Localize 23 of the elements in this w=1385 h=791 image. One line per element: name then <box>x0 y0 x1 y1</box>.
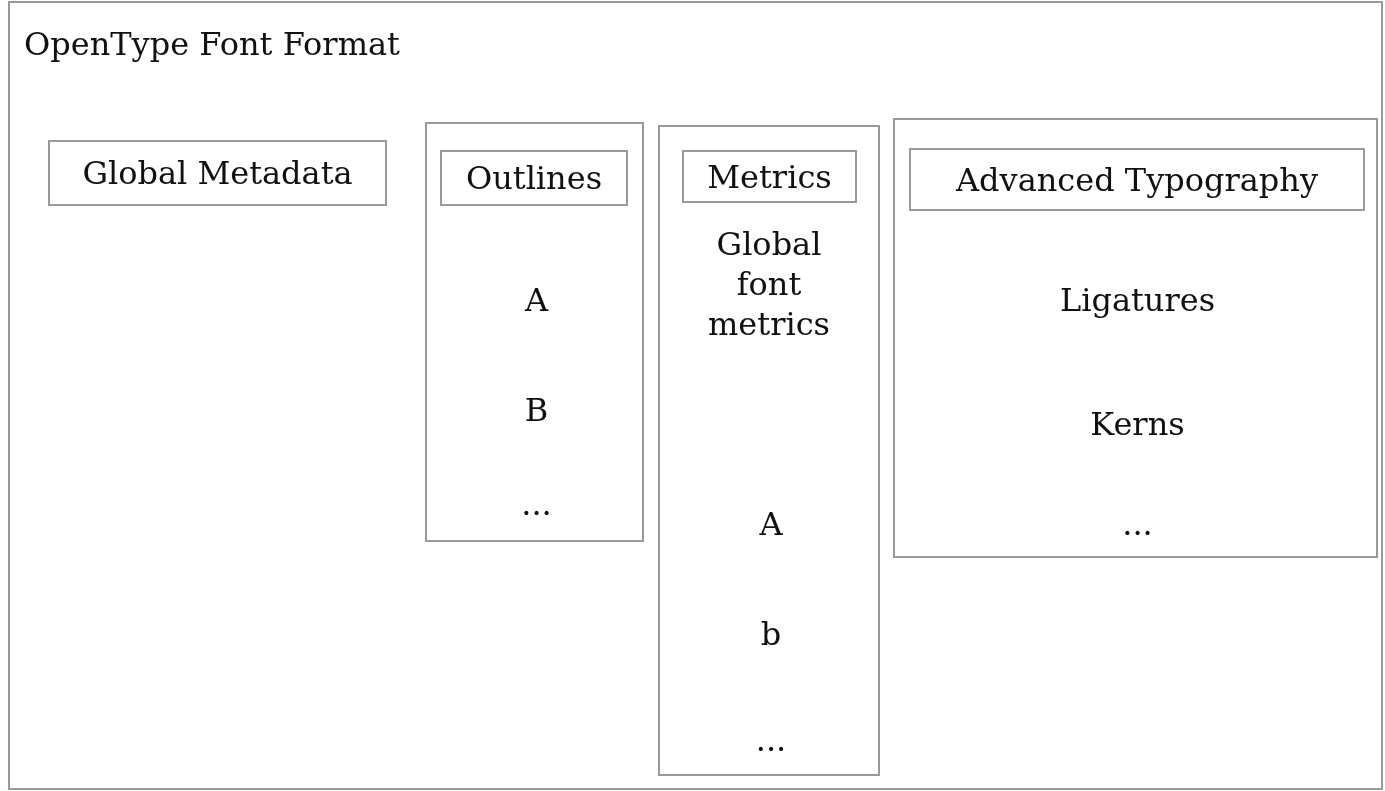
header-box <box>682 150 857 203</box>
item-label: b <box>759 614 783 654</box>
diagram-frame <box>8 1 1383 790</box>
item-label: ... <box>520 484 553 524</box>
column-panel <box>425 122 644 542</box>
frame-label: OpenType Font Format <box>24 24 401 64</box>
header-box <box>909 148 1365 211</box>
section-box <box>48 140 387 206</box>
section-title: Advanced Typography <box>954 159 1320 200</box>
column-panel <box>658 125 880 776</box>
item-label: B <box>523 390 550 430</box>
item-description: Global font metrics <box>707 224 831 344</box>
item-label: ... <box>1121 504 1154 544</box>
section-title: Outlines <box>464 158 604 198</box>
item-label: ... <box>754 720 788 760</box>
item-label: A <box>758 504 784 544</box>
section-title: Global Metadata <box>81 153 354 193</box>
item-label: A <box>523 280 550 320</box>
section-title: Metrics <box>706 156 833 197</box>
header-box <box>440 150 628 206</box>
item-label: Kerns <box>1089 404 1186 444</box>
item-label: Ligatures <box>1058 280 1217 320</box>
column-panel <box>893 118 1378 558</box>
